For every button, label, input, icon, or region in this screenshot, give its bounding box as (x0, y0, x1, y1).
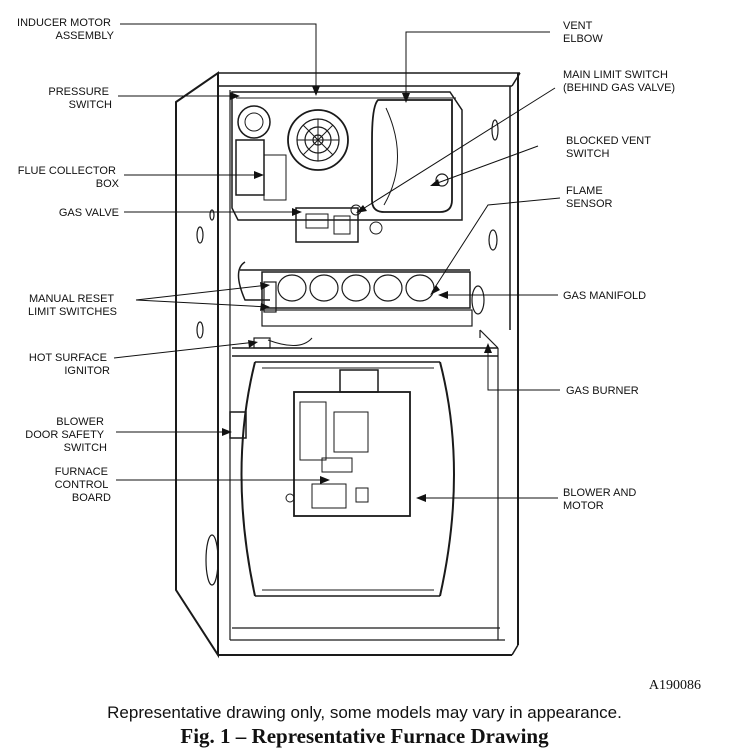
label-line: BOARD (72, 492, 111, 504)
vestibule-components (231, 91, 473, 349)
label-furnace-control-board: FURNACE CONTROL BOARD (55, 466, 111, 504)
label-line: FLAME (566, 185, 603, 197)
label-line: VENT (563, 20, 593, 32)
label-inducer-motor-assembly: INDUCER MOTOR ASSEMBLY (17, 17, 115, 42)
label-line: SWITCH (566, 148, 609, 160)
label-line: GAS BURNER (566, 385, 639, 397)
blower-assembly (229, 361, 455, 597)
label-line: BLOCKED VENT (566, 135, 651, 147)
label-line: MANUAL RESET (29, 293, 114, 305)
label-line: FURNACE (55, 466, 108, 478)
furnace-diagram: INDUCER MOTOR ASSEMBLY PRESSURE SWITCH F… (17, 17, 675, 659)
label-line: ELBOW (563, 33, 603, 45)
furnace-cabinet (175, 71, 521, 659)
label-blower-and-motor: BLOWER AND MOTOR (563, 487, 639, 512)
label-line: MOTOR (563, 500, 604, 512)
label-main-limit-switch: MAIN LIMIT SWITCH (BEHIND GAS VALVE) (563, 69, 675, 94)
leader-arrowheads (222, 86, 492, 502)
label-gas-valve: GAS VALVE (59, 207, 119, 219)
label-manual-reset-limit-switches: MANUAL RESET LIMIT SWITCHES (28, 293, 117, 318)
leader-lines (113, 23, 561, 499)
label-line: ASSEMBLY (56, 30, 115, 42)
label-line: BOX (96, 178, 120, 190)
label-line: SWITCH (69, 99, 112, 111)
label-line: GAS VALVE (59, 207, 119, 219)
label-pressure-switch: PRESSURE SWITCH (48, 86, 112, 111)
label-gas-burner: GAS BURNER (566, 385, 639, 397)
label-line: HOT SURFACE (29, 352, 107, 364)
label-line: BLOWER AND (563, 487, 636, 499)
label-line: LIMIT SWITCHES (28, 306, 117, 318)
label-vent-elbow: VENT ELBOW (563, 20, 603, 45)
label-blower-door-safety-switch: BLOWER DOOR SAFETY SWITCH (25, 416, 107, 454)
figure-caption: Fig. 1 – Representative Furnace Drawing (180, 724, 549, 748)
label-blocked-vent-switch: BLOCKED VENT SWITCH (566, 135, 654, 160)
label-line: GAS MANIFOLD (563, 290, 646, 302)
figure-id: A190086 (648, 678, 701, 693)
label-flue-collector-box: FLUE COLLECTOR BOX (18, 165, 120, 190)
label-line: FLUE COLLECTOR (18, 165, 116, 177)
label-line: (BEHIND GAS VALVE) (563, 82, 675, 94)
label-line: SENSOR (566, 198, 613, 210)
label-line: INDUCER MOTOR (17, 17, 111, 29)
label-line: SWITCH (64, 442, 107, 454)
label-line: PRESSURE (48, 86, 109, 98)
label-line: CONTROL (55, 479, 109, 491)
disclaimer-note: Representative drawing only, some models… (107, 703, 622, 722)
label-line: IGNITOR (64, 365, 110, 377)
label-line: MAIN LIMIT SWITCH (563, 69, 668, 81)
label-hot-surface-ignitor: HOT SURFACE IGNITOR (29, 352, 110, 377)
label-gas-manifold: GAS MANIFOLD (563, 290, 646, 302)
label-line: BLOWER (56, 416, 104, 428)
label-flame-sensor: FLAME SENSOR (566, 185, 613, 210)
label-line: DOOR SAFETY (25, 429, 105, 441)
